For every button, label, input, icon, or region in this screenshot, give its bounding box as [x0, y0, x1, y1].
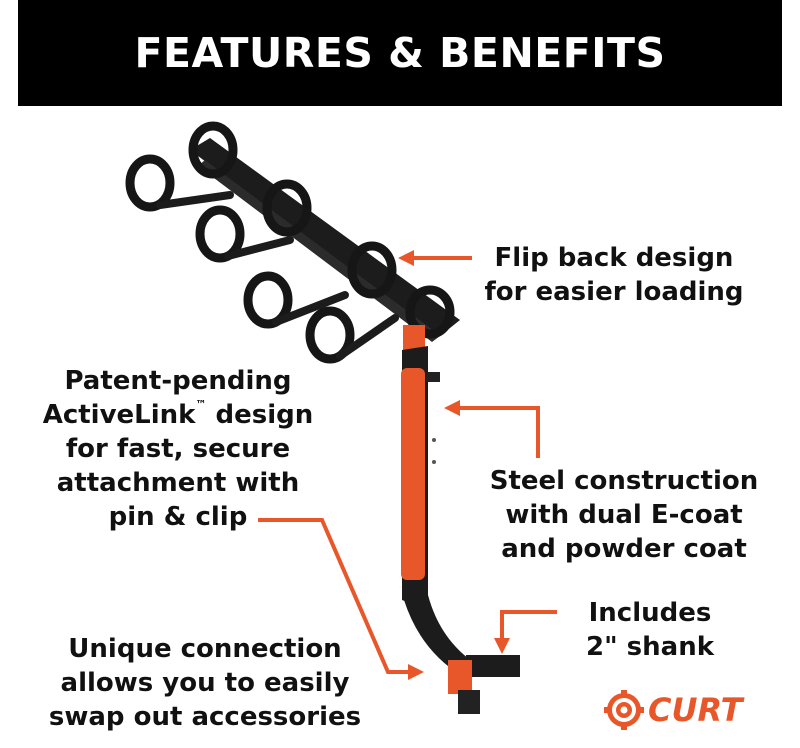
mast-orange-pad	[401, 368, 425, 580]
callout-line-activelink: ActiveLink™ design	[28, 398, 328, 432]
page-title: FEATURES & BENEFITS	[134, 29, 666, 77]
callout-line: for easier loading	[484, 277, 744, 307]
callout-shank: Includes 2" shank	[560, 596, 740, 664]
rack-mast	[401, 346, 520, 714]
activelink-text: ActiveLink	[42, 400, 196, 430]
bike-cradles	[125, 121, 455, 364]
callout-line: Includes	[588, 598, 712, 628]
callout-line: Flip back design	[494, 243, 734, 273]
curt-logo: CURT	[604, 688, 743, 732]
arrow-shank	[494, 610, 557, 654]
arrow-patent	[258, 518, 424, 680]
cradle-arms	[156, 191, 399, 360]
callout-line: Steel construction	[489, 466, 759, 496]
callout-line: for fast, secure	[65, 434, 291, 464]
callout-line: Unique connection	[68, 634, 342, 664]
callout-steel-construction: Steel construction with dual E-coat and …	[474, 464, 774, 566]
brand-name: CURT	[648, 691, 743, 729]
callout-line: and powder coat	[501, 534, 747, 564]
shank-tube	[466, 655, 520, 677]
callout-arrows	[258, 250, 557, 680]
callout-flip-back: Flip back design for easier loading	[474, 241, 754, 309]
arrow-flip	[398, 250, 472, 266]
design-text: design	[206, 400, 314, 430]
callout-line: allows you to easily	[60, 668, 350, 698]
callout-line: with dual E-coat	[505, 500, 743, 530]
header-banner: FEATURES & BENEFITS	[18, 0, 782, 106]
callout-line: 2" shank	[585, 632, 715, 662]
callout-unique-connection: Unique connection allows you to easily s…	[30, 632, 380, 734]
callout-line: swap out accessories	[48, 702, 362, 732]
callout-line: Patent-pending	[64, 366, 292, 396]
trademark-mark: ™	[195, 398, 207, 411]
curt-gear-logo-icon	[604, 690, 644, 730]
flip-joint	[403, 325, 425, 353]
callout-line: pin & clip	[108, 502, 248, 532]
arrow-steel	[444, 400, 540, 458]
callout-line: attachment with	[56, 468, 300, 498]
hitch-pin-clip	[448, 660, 472, 694]
callout-activelink: Patent-pending ActiveLink™ design for fa…	[28, 364, 328, 534]
